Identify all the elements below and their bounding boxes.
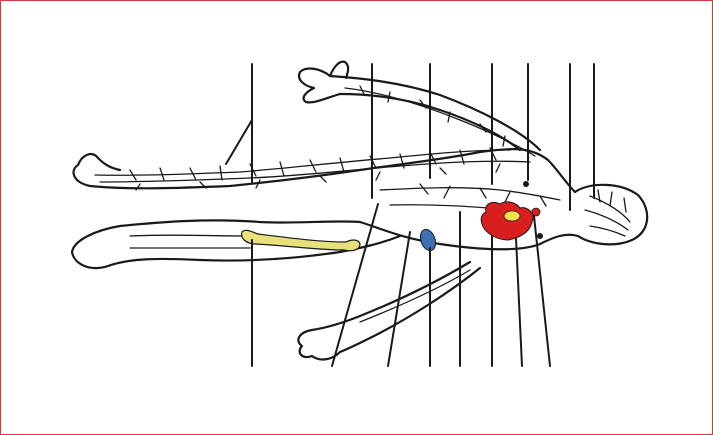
leader-line-top-1-branch [226, 120, 252, 164]
leader-line-bottom-7 [516, 238, 522, 366]
lymph-node [523, 181, 529, 187]
spleen [418, 227, 439, 252]
body-outline [72, 62, 647, 360]
heart [481, 202, 533, 240]
leader-line-bottom-8 [534, 216, 550, 366]
organs [242, 181, 543, 253]
bone-marrow-femur [242, 230, 360, 250]
lymph-vessel-network [95, 86, 630, 322]
lymph-node [532, 208, 540, 216]
leader-line-bottom-3 [388, 232, 410, 366]
thymus [504, 211, 520, 221]
leader-line-bottom-2 [332, 204, 378, 366]
lymph-node [537, 233, 543, 239]
